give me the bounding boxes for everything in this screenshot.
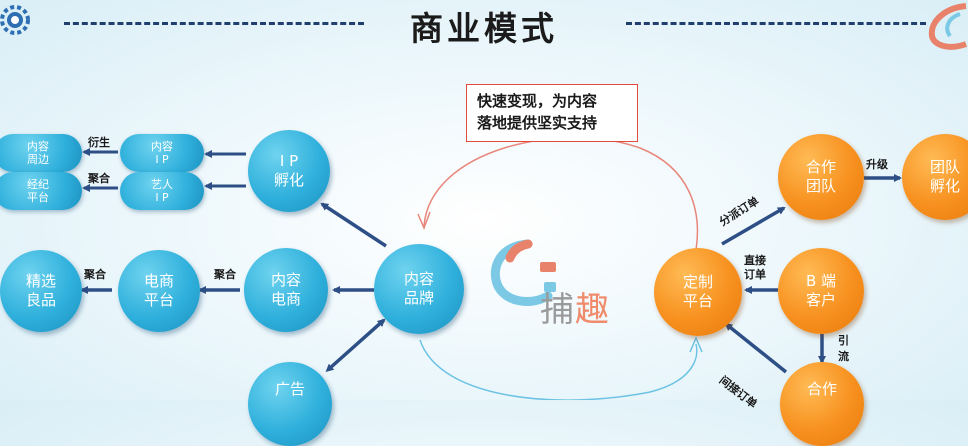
edge-label-direct-order-2: 订单 — [744, 268, 766, 281]
magnet-logo-icon — [490, 239, 556, 306]
edge-label-derive: 衍生 — [88, 136, 110, 149]
node-team-incubation: 团队 孵化 — [902, 134, 968, 220]
node-b-client: B 端 客户 — [778, 248, 864, 334]
node-label: 孵化 — [929, 177, 960, 195]
node-label: 平台 — [27, 191, 49, 204]
gear-logo-icon — [0, 5, 30, 35]
node-content-periphery: 内容 周边 — [0, 134, 82, 172]
node-label: 团队 — [929, 158, 960, 177]
node-label: 内容 — [27, 139, 49, 153]
diagram-connectors — [0, 3, 968, 400]
callout-box: 快速变现，为内容 落地提供坚实支持 — [466, 84, 638, 142]
node-label: 平台 — [143, 291, 174, 309]
node-label: 电商 — [270, 290, 301, 308]
node-label: I P — [155, 191, 169, 204]
node-label: 孵化 — [273, 171, 304, 189]
node-label: 客户 — [805, 291, 836, 309]
node-content-brand: 内容 品牌 — [374, 244, 464, 334]
node-label: B 端 — [805, 272, 837, 291]
node-label: 良品 — [25, 291, 56, 309]
node-label: 电商 — [143, 272, 174, 291]
node-label: 平台 — [682, 292, 713, 310]
callout-line-1: 快速变现，为内容 — [477, 92, 598, 110]
title-divider-right — [626, 22, 926, 25]
node-label: 品牌 — [403, 289, 434, 307]
node-ip-incubation: I P 孵化 — [248, 130, 330, 212]
node-label: 周边 — [27, 153, 49, 166]
node-custom-platform: 定制 平台 — [654, 248, 742, 336]
node-artist-ip: 艺人 I P — [120, 172, 204, 210]
node-ecommerce-platform: 电商 平台 — [118, 250, 200, 332]
title-divider-left — [64, 22, 364, 25]
node-label: I P — [155, 153, 169, 166]
node-label: 合作 — [805, 158, 836, 177]
node-label: 内容 — [151, 139, 173, 153]
node-label: 内容 — [403, 270, 434, 289]
callout-line-2: 落地提供坚实支持 — [477, 114, 598, 132]
node-label: 艺人 — [151, 177, 173, 191]
business-model-diagram: 商业模式 快速变现，为内容 落地提供坚实支持 捕趣 内容 周边 经纪 平台 内容… — [0, 3, 968, 446]
brand-name-part-2: 趣 — [575, 290, 610, 330]
node-partner-bottom: 合作 — [780, 362, 864, 446]
node-label: 内容 — [270, 271, 301, 290]
magnet-logo-icon-corner — [928, 3, 968, 50]
node-advertising: 广告 — [248, 362, 332, 446]
edge-label-aggregate-goods: 聚合 — [84, 268, 106, 281]
node-selected-goods: 精选 良品 — [0, 250, 82, 332]
node-label: 经纪 — [27, 177, 49, 191]
node-broker-platform: 经纪 平台 — [0, 172, 82, 210]
page-title: 商业模式 — [410, 9, 558, 48]
brand-name-part-1: 捕 — [540, 290, 575, 330]
node-content-ip: 内容 I P — [120, 134, 204, 172]
node-label: 定制 — [682, 273, 713, 292]
node-partner-team: 合作 团队 — [778, 134, 864, 220]
node-label: 精选 — [25, 272, 56, 291]
edge-label-attract-1: 引 — [838, 334, 849, 347]
node-label: 合作 — [806, 380, 837, 398]
node-label: 广告 — [274, 380, 305, 398]
edge-label-upgrade: 升级 — [866, 158, 888, 171]
edge-label-aggregate-ecom: 聚合 — [214, 268, 236, 281]
brand-name: 捕趣 — [540, 282, 610, 331]
edge-label-direct-order-1: 直接 — [744, 254, 766, 267]
node-label: I P — [279, 152, 299, 171]
edge-label-attract-2: 流 — [838, 350, 849, 363]
node-content-ecommerce: 内容 电商 — [244, 248, 328, 332]
edge-label-aggregate-artist: 聚合 — [88, 172, 110, 185]
node-label: 团队 — [805, 177, 836, 195]
